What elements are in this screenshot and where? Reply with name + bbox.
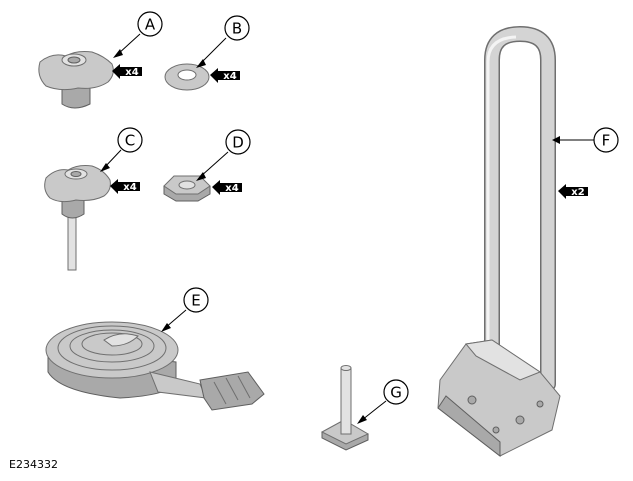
part-f-frame bbox=[437, 25, 561, 458]
callout-b: B bbox=[224, 15, 250, 41]
leader-lines bbox=[100, 33, 594, 424]
quantity-a-label: x4 bbox=[125, 67, 138, 78]
callout-f: F bbox=[593, 127, 619, 153]
leader-e-arrowhead bbox=[161, 323, 171, 332]
leader-d bbox=[199, 151, 229, 178]
part-a-star-knob bbox=[38, 51, 114, 109]
callout-d: D bbox=[225, 129, 251, 155]
callout-g: G bbox=[383, 379, 409, 405]
callout-c-letter: C bbox=[125, 132, 135, 150]
quantity-arrow-icon bbox=[210, 68, 240, 83]
leader-a-arrowhead bbox=[113, 49, 123, 58]
quantity-arrow-icon bbox=[112, 64, 142, 79]
quantity-tag-c: x4 bbox=[110, 179, 140, 194]
leader-b bbox=[199, 37, 227, 65]
quantity-arrow-icon bbox=[558, 184, 588, 199]
leader-c-arrowhead bbox=[100, 163, 110, 172]
leader-g bbox=[361, 400, 387, 421]
quantity-b-label: x4 bbox=[223, 71, 236, 82]
callout-d-letter: D bbox=[232, 134, 244, 152]
leader-b-arrowhead bbox=[196, 59, 206, 68]
figure-reference-code: E234332 bbox=[9, 458, 58, 471]
quantity-c-label: x4 bbox=[123, 182, 136, 193]
callout-a: A bbox=[137, 11, 163, 37]
callout-b-letter: B bbox=[232, 20, 242, 38]
leader-d-arrowhead bbox=[196, 172, 206, 181]
quantity-tag-a: x4 bbox=[112, 64, 142, 79]
callout-c: C bbox=[117, 127, 143, 153]
part-c-knob-bolt bbox=[44, 165, 111, 271]
quantity-arrow-icon bbox=[212, 180, 242, 195]
part-g-t-bolt bbox=[320, 365, 370, 451]
callout-e-letter: E bbox=[191, 292, 200, 310]
leader-a bbox=[117, 33, 141, 55]
callout-a-letter: A bbox=[145, 16, 156, 34]
quantity-f-label: x2 bbox=[571, 187, 584, 198]
part-b-washer bbox=[164, 63, 210, 91]
callout-g-letter: G bbox=[390, 384, 402, 402]
leader-f-arrowhead bbox=[552, 136, 560, 144]
quantity-tag-d: x4 bbox=[212, 180, 242, 195]
callout-e: E bbox=[183, 287, 209, 313]
quantity-d-label: x4 bbox=[225, 183, 238, 194]
quantity-tag-f: x2 bbox=[558, 184, 588, 199]
callout-f-letter: F bbox=[602, 132, 611, 150]
part-d-hex-nut bbox=[163, 175, 211, 202]
quantity-arrow-icon bbox=[110, 179, 140, 194]
leader-g-arrowhead bbox=[357, 415, 367, 424]
quantity-tag-b: x4 bbox=[210, 68, 240, 83]
part-e-ratchet-strap bbox=[45, 321, 265, 411]
